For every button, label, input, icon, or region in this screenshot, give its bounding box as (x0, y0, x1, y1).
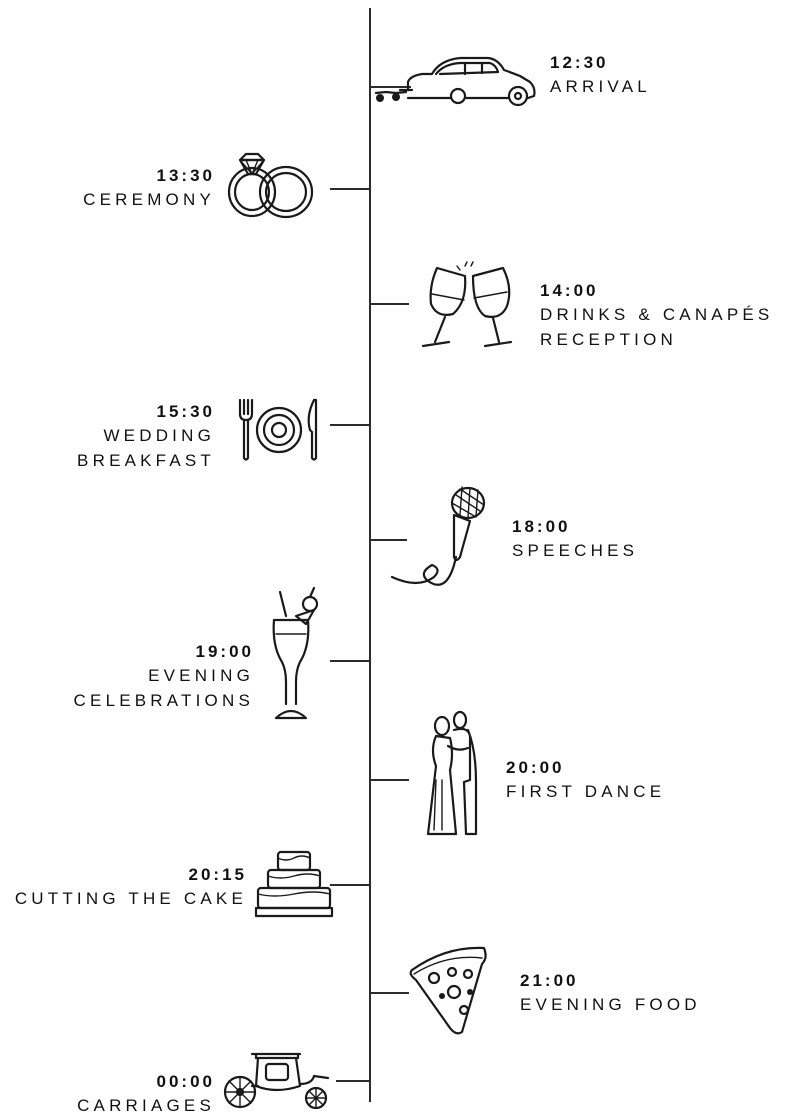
pizza-slice-icon (406, 944, 492, 1036)
event-label: BREAKFAST (77, 448, 215, 473)
event-time: 12:30 (550, 52, 651, 74)
event-evening-celebrations: 19:00 EVENING CELEBRATIONS (74, 641, 254, 713)
champagne-toast-icon (415, 262, 520, 357)
event-time: 21:00 (520, 970, 701, 992)
event-label: CARRIAGES (77, 1093, 215, 1118)
event-label: FIRST DANCE (506, 779, 665, 804)
timeline-tick (371, 303, 409, 305)
event-label: EVENING FOOD (520, 992, 701, 1017)
event-time: 14:00 (540, 280, 773, 302)
horse-carriage-icon (216, 1050, 336, 1110)
timeline-tick (371, 992, 409, 994)
event-label: WEDDING (77, 423, 215, 448)
wedding-cake-icon (254, 848, 334, 920)
event-wedding-breakfast: 15:30 WEDDING BREAKFAST (77, 401, 215, 473)
event-label: DRINKS & CANAPÉS (540, 302, 773, 327)
event-time: 15:30 (77, 401, 215, 423)
event-cutting-the-cake: 20:15 CUTTING THE CAKE (15, 864, 247, 911)
event-evening-food: 21:00 EVENING FOOD (520, 970, 701, 1017)
event-drinks-reception: 14:00 DRINKS & CANAPÉS RECEPTION (540, 280, 773, 352)
event-label: ARRIVAL (550, 74, 651, 99)
event-time: 18:00 (512, 516, 638, 538)
event-label: CEREMONY (83, 187, 215, 212)
event-label: RECEPTION (540, 327, 773, 352)
event-arrival: 12:30 ARRIVAL (550, 52, 651, 99)
vintage-car-icon (370, 52, 545, 107)
event-first-dance: 20:00 FIRST DANCE (506, 757, 665, 804)
event-label: CUTTING THE CAKE (15, 886, 247, 911)
timeline-tick (371, 779, 409, 781)
event-label: EVENING (74, 663, 254, 688)
cocktail-icon (266, 586, 336, 722)
timeline-tick (336, 1080, 369, 1082)
timeline-tick (330, 188, 369, 190)
plate-cutlery-icon (234, 396, 324, 464)
timeline-tick (330, 424, 369, 426)
event-label: SPEECHES (512, 538, 638, 563)
event-time: 20:00 (506, 757, 665, 779)
timeline-axis (369, 8, 371, 1102)
dancing-couple-icon (424, 710, 499, 840)
event-carriages: 00:00 CARRIAGES (77, 1071, 215, 1118)
wedding-rings-icon (226, 150, 316, 220)
event-label: CELEBRATIONS (74, 688, 254, 713)
event-time: 19:00 (74, 641, 254, 663)
event-time: 20:15 (15, 864, 247, 886)
timeline-tick (330, 884, 369, 886)
event-time: 00:00 (77, 1071, 215, 1093)
microphone-icon (388, 485, 498, 595)
event-time: 13:30 (83, 165, 215, 187)
event-speeches: 18:00 SPEECHES (512, 516, 638, 563)
event-ceremony: 13:30 CEREMONY (83, 165, 215, 212)
